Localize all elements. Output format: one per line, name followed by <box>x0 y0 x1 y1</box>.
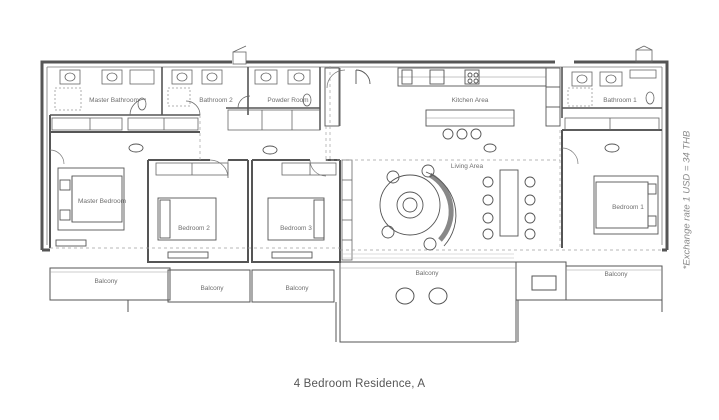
bedroom-walls <box>49 115 662 263</box>
dashed-lines <box>50 66 662 251</box>
entrance-door <box>232 45 653 65</box>
label-living-area: Living Area <box>451 163 484 170</box>
bathroom-partitions <box>50 67 662 130</box>
plan-caption: 4 Bedroom Residence, A <box>293 378 426 390</box>
balconies <box>49 261 663 343</box>
outer-walls <box>40 60 669 252</box>
doors <box>49 69 579 179</box>
beds <box>55 167 659 259</box>
label-balcony-1: Balcony <box>94 278 118 285</box>
label-balcony-5: Balcony <box>604 271 628 278</box>
living-furniture <box>128 143 620 251</box>
label-balcony-2: Balcony <box>200 285 224 292</box>
inner-top-wall <box>46 66 663 245</box>
label-kitchen-area: Kitchen Area <box>452 97 489 104</box>
label-balcony-4: Balcony <box>415 270 439 277</box>
room-labels: Master Bathroom Bathroom 2 Powder Room K… <box>78 97 644 292</box>
label-balcony-3: Balcony <box>285 285 309 292</box>
wardrobes <box>51 109 660 261</box>
exchange-rate-note: *Exchange rate 1 USD = 34 THB <box>681 130 693 270</box>
label-master-bathroom: Master Bathroom <box>89 97 139 104</box>
label-powder-room: Powder Room <box>267 97 308 104</box>
label-bathroom-2: Bathroom 2 <box>199 97 233 104</box>
bathroom-fixtures <box>54 69 657 116</box>
label-bedroom-3: Bedroom 3 <box>280 225 312 232</box>
floor-hatch <box>342 253 514 259</box>
kitchen <box>324 67 561 140</box>
label-bathroom-1: Bathroom 1 <box>603 97 637 104</box>
label-bedroom-1: Bedroom 1 <box>612 204 644 211</box>
label-bedroom-2: Bedroom 2 <box>178 225 210 232</box>
label-master-bedroom: Master Bedroom <box>78 198 126 205</box>
